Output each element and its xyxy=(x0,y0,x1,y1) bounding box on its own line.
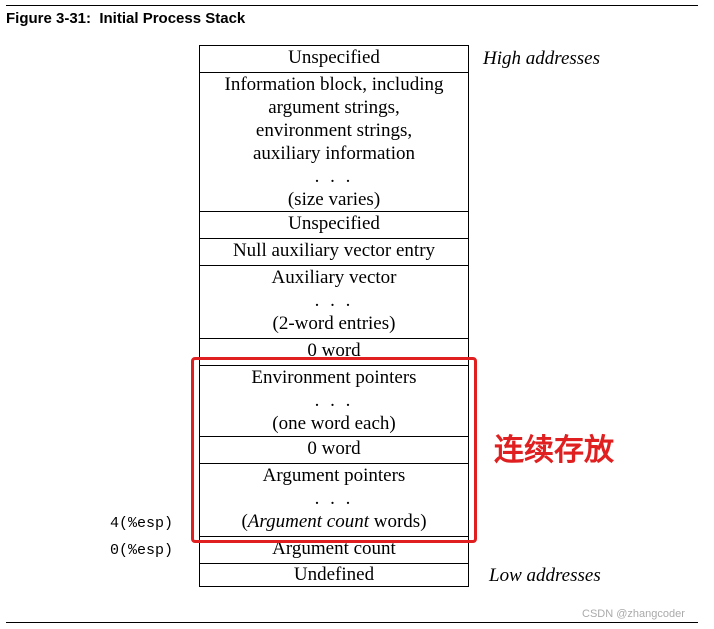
cell-line: Environment pointers xyxy=(251,367,417,388)
esp-offset-4-label: 4(%esp) xyxy=(110,515,174,532)
cell-line: Unspecified xyxy=(288,213,380,234)
stack-cell-null-aux: Null auxiliary vector entry xyxy=(200,239,468,266)
stack-cell-arg-count: Argument count xyxy=(200,537,468,564)
bottom-rule xyxy=(6,622,698,623)
stack-cell-information-block: Information block, including argument st… xyxy=(200,73,468,212)
cell-line: Argument count xyxy=(272,538,396,559)
stack-cell-unspecified-mid: Unspecified xyxy=(200,212,468,239)
low-addresses-label: Low addresses xyxy=(489,565,601,586)
top-rule xyxy=(6,5,698,6)
highlight-box xyxy=(191,357,477,543)
cell-line: auxiliary information xyxy=(253,143,415,164)
stack-cell-undefined: Undefined xyxy=(200,564,468,586)
stack-cell-zero-word-env: 0 word xyxy=(200,339,468,366)
ellipsis: . . . xyxy=(314,290,354,311)
high-addresses-label: High addresses xyxy=(483,48,600,69)
cell-line: Undefined xyxy=(293,564,375,585)
process-stack: Unspecified Information block, including… xyxy=(199,45,469,587)
annotation-note: 连续存放 xyxy=(494,433,614,468)
figure-title: Figure 3-31: Initial Process Stack xyxy=(6,10,246,27)
cell-line: Null auxiliary vector entry xyxy=(232,240,436,261)
cell-line: environment strings, xyxy=(255,120,413,141)
ellipsis: . . . xyxy=(314,166,354,187)
cell-line: Information block, including xyxy=(224,74,444,95)
ellipsis: . . . xyxy=(314,488,354,509)
cell-line: (size varies) xyxy=(287,189,381,210)
stack-cell-unspecified-top: Unspecified xyxy=(200,46,468,73)
ellipsis: . . . xyxy=(314,390,354,411)
cell-line: Argument pointers xyxy=(262,465,406,486)
cell-line: argument strings, xyxy=(268,97,400,118)
stack-cell-env-pointers: Environment pointers . . . (one word eac… xyxy=(200,366,468,437)
stack-cell-arg-pointers: Argument pointers . . . (Argument count … xyxy=(200,464,468,537)
cell-line: Unspecified xyxy=(288,47,380,68)
stack-cell-zero-word-arg: 0 word xyxy=(200,437,468,464)
cell-line: (one word each) xyxy=(272,413,396,434)
cell-line: (Argument count words) xyxy=(241,511,427,532)
esp-offset-0-label: 0(%esp) xyxy=(110,542,174,559)
cell-line: (2-word entries) xyxy=(272,313,396,334)
cell-line: 0 word xyxy=(307,340,361,361)
watermark: CSDN @zhangcoder xyxy=(582,608,685,620)
cell-line: 0 word xyxy=(307,438,361,459)
stack-cell-aux-vector: Auxiliary vector . . . (2-word entries) xyxy=(200,266,468,339)
cell-line: Auxiliary vector xyxy=(271,267,397,288)
